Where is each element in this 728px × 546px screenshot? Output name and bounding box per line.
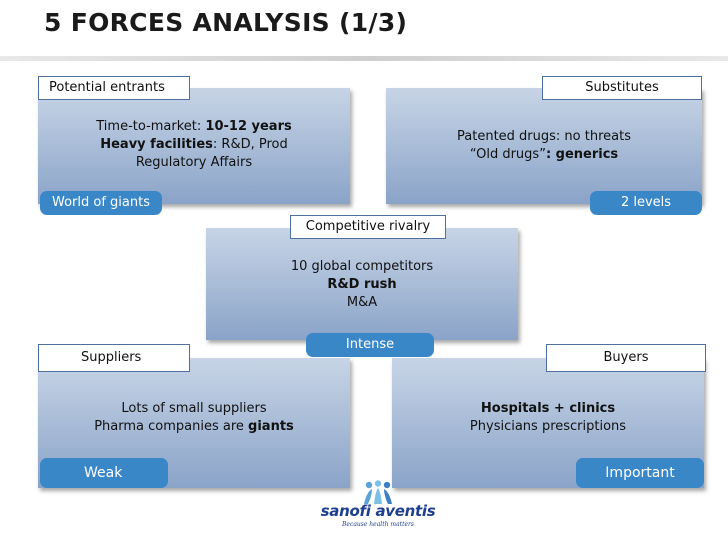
entrants-box [38,88,350,204]
logo-tagline: Because health matters [342,521,414,528]
suppliers-text: Lots of small suppliers Pharma companies… [38,400,350,436]
substitutes-line1: Patented drugs: no threats [457,129,631,144]
substitutes-text: Patented drugs: no threats “Old drugs”: … [386,128,702,164]
entrants-line1-a: Time-to-market: [96,119,206,134]
suppliers-label: Suppliers [38,344,190,372]
entrants-line2-b: : R&D, Prod [212,137,288,152]
rivalry-line2: R&D rush [327,277,397,292]
title-rule [0,56,728,61]
logo-name: sanofi aventis [320,502,436,520]
substitutes-line2-b: : generics [545,147,619,162]
suppliers-line2-b: giants [248,419,294,434]
rivalry-badge: Intense [306,333,434,357]
rivalry-line3: M&A [346,295,378,310]
substitutes-box [386,88,702,204]
entrants-text: Time-to-market: 10-12 years Heavy facili… [38,118,350,172]
buyers-text: Hospitals + clinics Physicians prescript… [392,400,704,436]
buyers-label: Buyers [546,344,706,372]
entrants-label: Potential entrants [38,76,190,100]
rivalry-line1: 10 global competitors [290,259,434,274]
substitutes-badge: 2 levels [590,191,702,215]
substitutes-line2-a: “Old drugs” [469,147,546,162]
buyers-line1: Hospitals + clinics [480,401,616,416]
rivalry-label: Competitive rivalry [290,215,446,239]
rivalry-text: 10 global competitors R&D rush M&A [206,258,518,312]
rivalry-box [206,228,518,340]
suppliers-badge: Weak [40,458,168,488]
entrants-line1-b: 10-12 years [205,119,292,134]
entrants-badge: World of giants [40,191,162,215]
suppliers-line2-a: Pharma companies are [94,419,249,434]
entrants-line2-a: Heavy facilities [100,137,213,152]
buyers-badge: Important [576,458,704,488]
page-title: 5 FORCES ANALYSIS (1/3) [44,8,408,37]
entrants-line3: Regulatory Affairs [135,155,253,170]
suppliers-line1: Lots of small suppliers [121,401,267,416]
sanofi-aventis-logo: sanofi aventis Because health matters [312,480,444,540]
substitutes-label: Substitutes [542,76,702,100]
logo-figures-icon [364,480,392,504]
buyers-line2: Physicians prescriptions [469,419,627,434]
